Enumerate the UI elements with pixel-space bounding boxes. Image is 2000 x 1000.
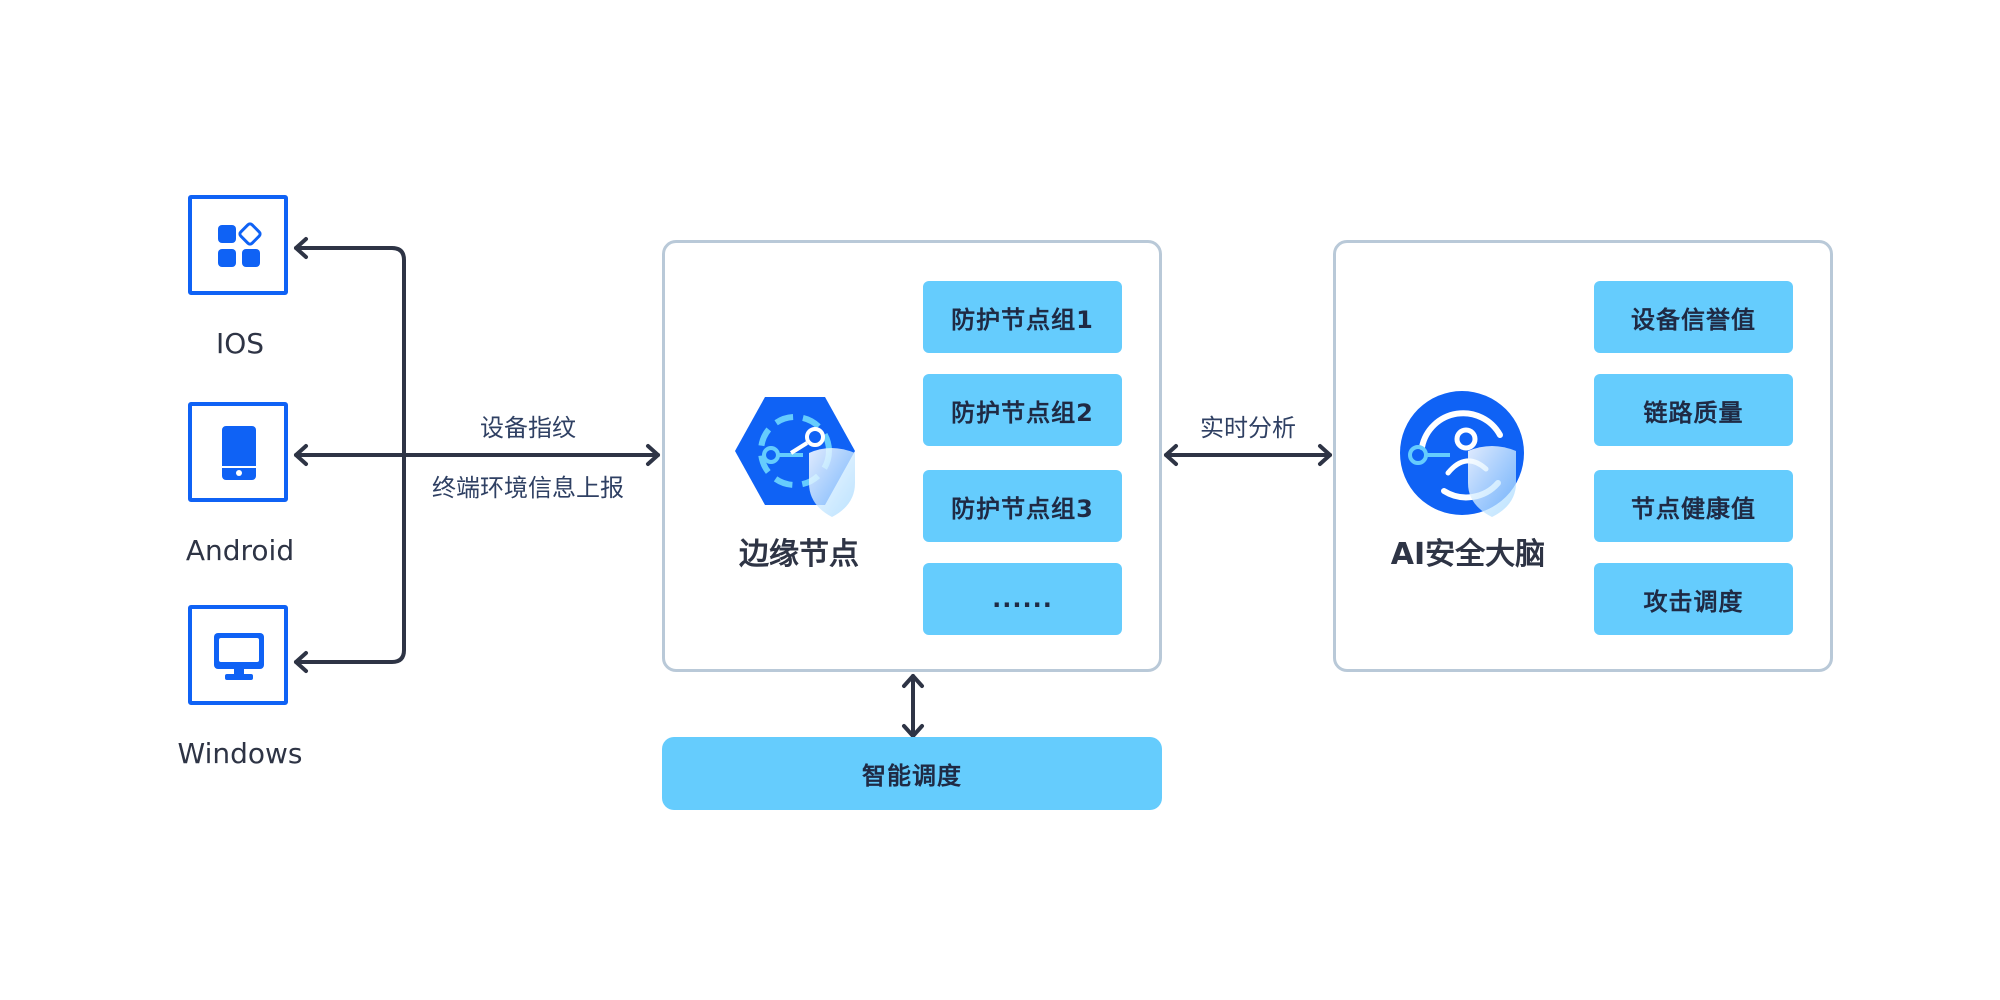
edge-node-label: 边缘节点 (739, 537, 859, 572)
edge-label-realtime-analysis: 实时分析 (1200, 414, 1296, 442)
arrow-to-edge-from-brain (1164, 444, 1178, 466)
edge-node-group-3: 防护节点组3 (923, 470, 1122, 542)
ai-brain-panel: AI安全大脑 设备信誉值 链路质量 节点健康值 攻击调度 (1333, 240, 1833, 672)
edge-node-panel: 边缘节点 防护节点组1 防护节点组2 防护节点组3 ...... (662, 240, 1162, 672)
ai-brain-item-device-reputation: 设备信誉值 (1594, 281, 1793, 353)
edge-node-group-1: 防护节点组1 (923, 281, 1122, 353)
device-label-windows: Windows (177, 737, 303, 770)
monitor-icon (214, 633, 264, 680)
arrow-to-windows (294, 651, 308, 673)
arrow-up-to-edge (902, 674, 924, 688)
arrow-to-edge-node (646, 444, 660, 466)
edge-node-shield-icon (735, 397, 855, 517)
apps-grid-icon (218, 222, 262, 267)
device-label-android: Android (185, 534, 295, 567)
arrow-to-brain (1318, 444, 1332, 466)
smart-scheduling-bar: 智能调度 (662, 737, 1162, 810)
device-windows (188, 605, 288, 705)
ai-brain-item-link-quality: 链路质量 (1594, 374, 1793, 446)
device-android (188, 402, 288, 502)
edge-node-group-more: ...... (923, 563, 1122, 635)
ai-brain-item-node-health: 节点健康值 (1594, 470, 1793, 542)
ai-brain-shield-icon (1400, 391, 1524, 517)
device-ios (188, 195, 288, 295)
arrow-down-to-scheduler (902, 724, 924, 738)
edge-node-group-2: 防护节点组2 (923, 374, 1122, 446)
ai-brain-item-attack-scheduling: 攻击调度 (1594, 563, 1793, 635)
edge-label-device-fingerprint: 设备指纹 (480, 414, 576, 442)
mobile-phone-icon (222, 426, 256, 480)
edge-label-env-report: 终端环境信息上报 (432, 474, 624, 502)
device-label-ios: IOS (215, 327, 265, 360)
ai-brain-label: AI安全大脑 (1390, 537, 1546, 572)
arrow-to-android (294, 444, 308, 466)
arrow-to-ios (294, 237, 308, 259)
